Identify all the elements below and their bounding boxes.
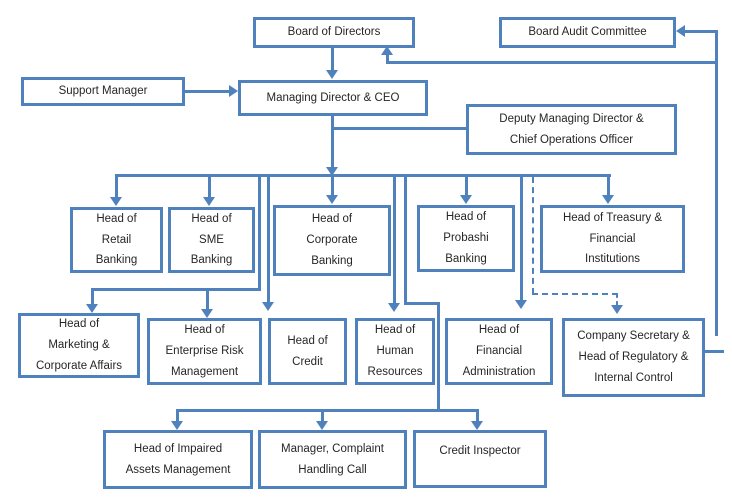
node-deputy-md-coo: Deputy Managing Director & Chief Operati… — [466, 104, 677, 155]
edge-retail-arrowhead — [110, 197, 122, 206]
edge-md-down-arrowhead — [326, 167, 338, 176]
node-head-retail-banking: Head of Retail Banking — [70, 207, 163, 273]
edge-risk-drop — [206, 288, 209, 310]
node-head-retail-banking-label: Head of Retail Banking — [95, 212, 138, 267]
edge-compsec-dashed-drop — [616, 293, 618, 306]
node-support-manager-label: Support Manager — [58, 85, 148, 98]
node-board-audit-committee-label: Board Audit Committee — [528, 26, 647, 39]
node-head-human-resources: Head of Human Resources — [355, 318, 435, 385]
node-head-treasury-financial-institutions-label: Head of Treasury & Financial Institution… — [562, 211, 663, 266]
edge-impaired-arrowhead — [171, 421, 183, 430]
edge-marketing-arrowhead — [86, 304, 98, 313]
edge-corporate-drop — [331, 174, 334, 196]
edge-marketing-drop — [91, 288, 94, 305]
edge-support-to-md-arrowhead — [229, 85, 238, 97]
edge-corporate-arrowhead — [326, 195, 338, 204]
edge-bus1 — [115, 174, 611, 177]
node-head-sme-banking-label: Head of SME Banking — [190, 212, 233, 267]
edge-sme-arrowhead — [203, 197, 215, 206]
edge-left-branch-drop — [258, 174, 261, 291]
node-manager-complaint-handling-call: Manager, Complaint Handling Call — [258, 430, 407, 489]
node-head-treasury-financial-institutions: Head of Treasury & Financial Institution… — [540, 205, 685, 273]
node-head-impaired-assets-management-label: Head of Impaired Assets Management — [125, 442, 231, 476]
edge-bottom-feed-jog — [404, 302, 440, 305]
edge-feedback-vertical — [386, 54, 389, 64]
edge-left-branch-horizontal — [91, 288, 261, 291]
edge-bottom-feed-vertical — [437, 302, 440, 412]
node-credit-inspector: Credit Inspector — [413, 430, 547, 488]
edge-risk-arrowhead — [201, 309, 213, 318]
node-head-corporate-banking-label: Head of Corporate Banking — [306, 213, 358, 267]
edge-credit-arrowhead — [262, 302, 274, 311]
edge-retail-drop — [115, 174, 118, 198]
edge-board-to-md-shaft — [331, 47, 334, 71]
node-managing-director-ceo: Managing Director & CEO — [238, 80, 428, 116]
edge-probashi-drop — [465, 174, 468, 196]
edge-impaired-drop — [176, 409, 179, 422]
edge-board-to-md-arrowhead — [326, 70, 338, 79]
edge-compsec-arrowhead — [611, 305, 623, 314]
edge-probashi-arrowhead — [460, 195, 472, 204]
node-board-of-directors: Board of Directors — [253, 17, 415, 48]
edge-support-to-md-shaft — [185, 90, 230, 93]
node-head-financial-administration-label: Head of Financial Administration — [462, 324, 536, 378]
edge-sme-drop — [208, 174, 211, 198]
node-credit-inspector-label: Credit Inspector — [439, 445, 521, 457]
node-managing-director-ceo-label: Managing Director & CEO — [266, 91, 400, 104]
edge-inspector-arrowhead — [471, 421, 483, 430]
edge-credit-drop — [267, 174, 270, 303]
node-head-enterprise-risk-management: Head of Enterprise Risk Management — [147, 318, 262, 385]
edge-md-down-shaft — [331, 116, 334, 167]
node-head-sme-banking: Head of SME Banking — [168, 207, 255, 273]
edge-feedback-horizontal — [388, 61, 718, 64]
node-head-marketing-corporate-affairs: Head of Marketing & Corporate Affairs — [18, 313, 140, 378]
node-head-financial-administration: Head of Financial Administration — [445, 318, 553, 385]
node-company-secretary-regulatory-internal-control-label: Company Secretary & Head of Regulatory &… — [577, 330, 690, 384]
node-head-marketing-corporate-affairs-label: Head of Marketing & Corporate Affairs — [35, 318, 123, 372]
node-head-of-credit-label: Head of Credit — [287, 334, 328, 368]
edge-audit-shaft — [684, 30, 718, 33]
node-head-probashi-banking-label: Head of Probashi Banking — [443, 211, 489, 265]
edge-bus2 — [176, 409, 479, 412]
edge-compsec-stub — [705, 350, 724, 353]
edge-finadmin-drop — [520, 174, 523, 301]
edge-finadmin-arrowhead — [515, 300, 527, 309]
node-manager-complaint-handling-call-label: Manager, Complaint Handling Call — [281, 442, 384, 476]
edge-hr-arrowhead — [388, 303, 400, 312]
node-board-of-directors-label: Board of Directors — [287, 26, 381, 39]
node-support-manager: Support Manager — [21, 77, 185, 106]
node-board-audit-committee: Board Audit Committee — [499, 17, 676, 48]
edge-complaint-arrowhead — [316, 421, 328, 430]
node-head-of-credit: Head of Credit — [268, 318, 347, 385]
node-deputy-md-coo-label: Deputy Managing Director & Chief Operati… — [499, 112, 644, 146]
edge-compsec-dashed-horizontal — [532, 293, 618, 295]
edge-feedback-arrowhead — [381, 46, 393, 55]
node-head-human-resources-label: Head of Human Resources — [367, 324, 423, 378]
node-head-corporate-banking: Head of Corporate Banking — [273, 205, 391, 276]
node-head-probashi-banking: Head of Probashi Banking — [417, 205, 515, 272]
edge-bottom-feed-drop — [404, 174, 407, 305]
edge-complaint-drop — [321, 409, 324, 422]
edge-right-trunk — [715, 31, 718, 336]
node-head-enterprise-risk-management-label: Head of Enterprise Risk Management — [165, 324, 244, 378]
edge-treasury-arrowhead — [602, 195, 614, 204]
edge-audit-arrowhead — [676, 25, 685, 37]
edge-hr-drop — [393, 174, 396, 304]
edge-md-to-deputy — [333, 127, 466, 130]
edge-compsec-dashed-vertical — [532, 177, 534, 294]
node-company-secretary-regulatory-internal-control: Company Secretary & Head of Regulatory &… — [562, 318, 705, 397]
edge-treasury-drop — [607, 174, 610, 196]
node-head-impaired-assets-management: Head of Impaired Assets Management — [103, 430, 253, 489]
edge-inspector-drop — [476, 409, 479, 422]
